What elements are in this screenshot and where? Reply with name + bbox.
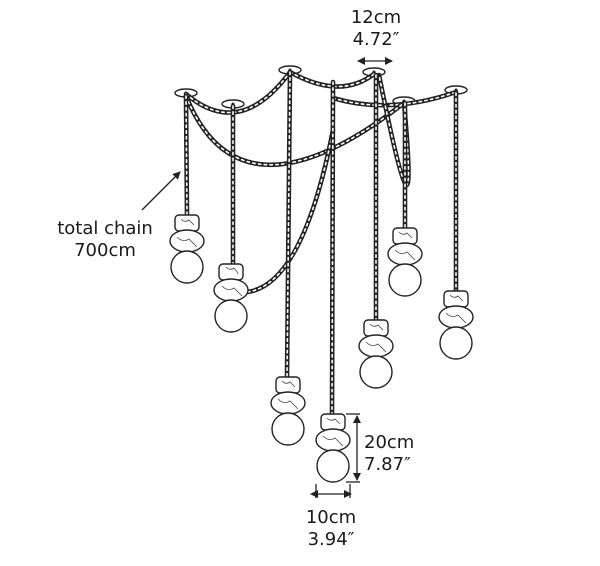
pendant-3 [270, 376, 306, 446]
total-chain-line1: total chain [57, 218, 153, 239]
pendant-width-label: 10cm 3.94″ [295, 507, 367, 551]
total-chain-line2: 700cm [74, 240, 136, 261]
pendant-4 [315, 413, 351, 483]
canopy-width-metric: 12cm [350, 7, 402, 28]
pendant-7 [438, 290, 474, 360]
total-chain-leader-arrow [141, 171, 181, 211]
chain-drop-4 [329, 79, 336, 418]
pendant-5 [358, 319, 394, 389]
pendant-width-metric: 10cm [305, 507, 357, 528]
pendant-2 [213, 263, 249, 333]
canopy-width-label: 12cm 4.72″ [340, 7, 412, 51]
pendant-height-label: 20cm 7.87″ [364, 432, 428, 476]
pendant-width-imperial: 3.94″ [307, 529, 355, 550]
pendant-height-imperial: 7.87″ [364, 454, 411, 475]
pendant-1 [169, 214, 205, 284]
pendant-height-metric: 20cm [364, 432, 415, 453]
dimension-lines [141, 57, 393, 498]
pendants [169, 214, 474, 483]
chains [183, 69, 459, 418]
canopy-width-imperial: 4.72″ [352, 29, 400, 50]
total-chain-label: total chain 700cm [44, 218, 166, 262]
pendant-6 [387, 227, 423, 297]
